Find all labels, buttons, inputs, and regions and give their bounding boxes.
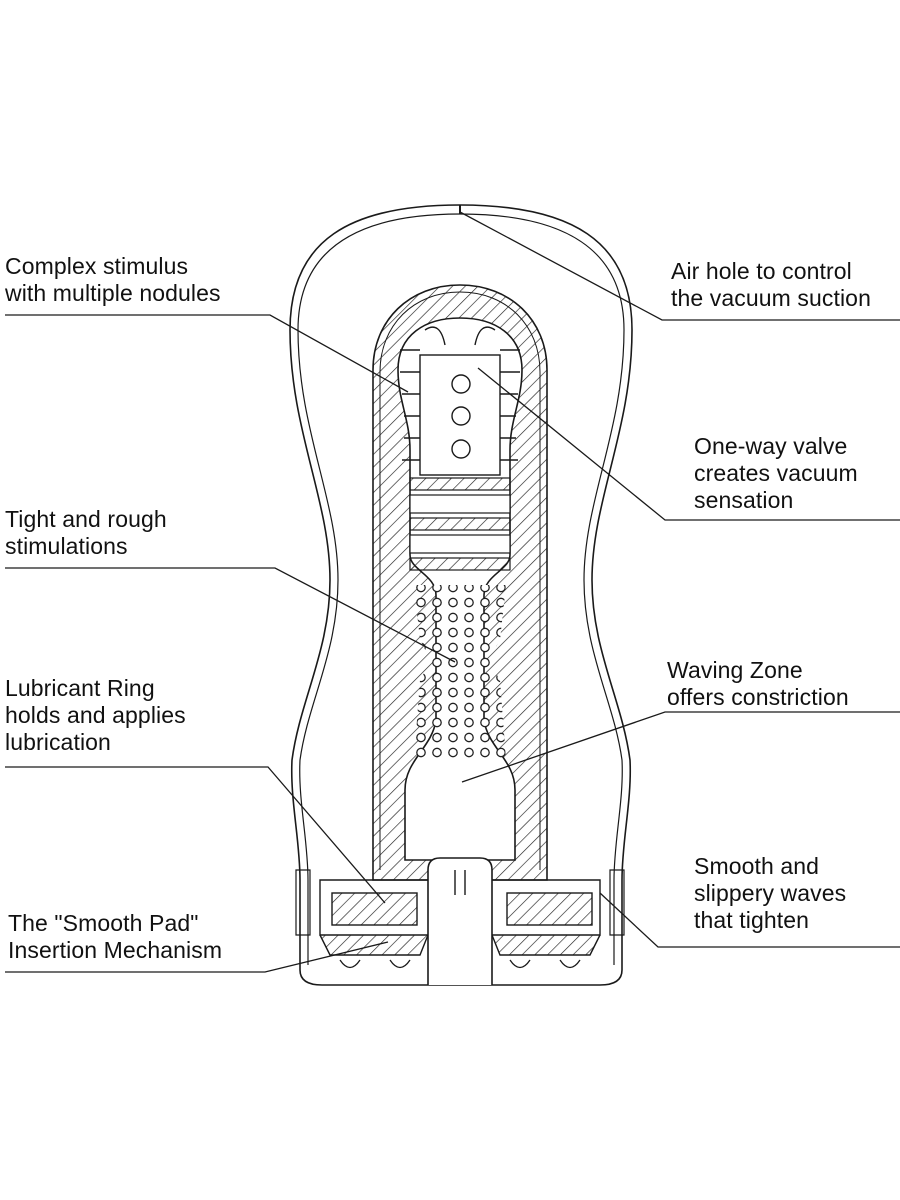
callout-smooth-slippery: Smooth and slippery waves that tighten	[694, 853, 846, 934]
lubricant-ring-right	[506, 892, 593, 926]
leader-smooth-slippery	[599, 892, 900, 948]
nodule	[451, 374, 471, 394]
callout-one-way-valve: One-way valve creates vacuum sensation	[694, 433, 858, 514]
callout-waving-zone: Waving Zone offers constriction	[667, 657, 849, 711]
leader-tight-rough	[5, 567, 456, 663]
callout-tight-rough: Tight and rough stimulations	[5, 506, 167, 560]
callout-line: Insertion Mechanism	[8, 937, 223, 963]
callout-line: Waving Zone	[667, 657, 803, 683]
callout-line: holds and applies	[5, 702, 186, 728]
callout-line: One-way valve	[694, 433, 848, 459]
callout-line: that tighten	[694, 907, 810, 933]
callout-smooth-pad: The "Smooth Pad" Insertion Mechanism	[8, 910, 222, 964]
callout-line: The "Smooth Pad"	[8, 910, 199, 936]
callout-line: the vacuum suction	[671, 285, 871, 311]
callout-line: lubrication	[5, 729, 111, 755]
leader-smooth-pad	[5, 941, 389, 973]
callout-line: Smooth and	[694, 853, 820, 879]
nodule	[451, 439, 471, 459]
leader-lines	[5, 211, 900, 973]
callout-line: creates vacuum	[694, 460, 858, 486]
callout-lubricant-ring: Lubricant Ring holds and applies lubrica…	[5, 675, 186, 756]
leader-complex-stimulus	[5, 314, 409, 393]
callout-line: slippery waves	[694, 880, 847, 906]
leader-lubricant-ring	[5, 766, 386, 904]
leader-one-way-valve	[477, 367, 900, 521]
callout-line: stimulations	[5, 533, 128, 559]
nodule	[451, 406, 471, 426]
callout-complex-stimulus: Complex stimulus with multiple nodules	[5, 253, 221, 307]
dotted-stimulation-zone	[414, 585, 506, 760]
lubricant-ring-left	[331, 892, 418, 926]
leader-air-hole	[459, 211, 900, 321]
leader-waving-zone	[461, 711, 900, 783]
callout-line: Tight and rough	[5, 506, 167, 532]
center-opening	[427, 857, 493, 985]
callout-line: offers constriction	[667, 684, 849, 710]
callout-line: with multiple nodules	[5, 280, 221, 306]
callout-line: Lubricant Ring	[5, 675, 155, 701]
callout-line: Complex stimulus	[5, 253, 189, 279]
outer-cup-shell	[289, 204, 633, 986]
callout-line: sensation	[694, 487, 794, 513]
base-assembly	[295, 857, 625, 985]
callout-air-hole: Air hole to control the vacuum suction	[671, 258, 871, 312]
ribbed-section	[409, 477, 511, 571]
callout-line: Air hole to control	[671, 258, 852, 284]
